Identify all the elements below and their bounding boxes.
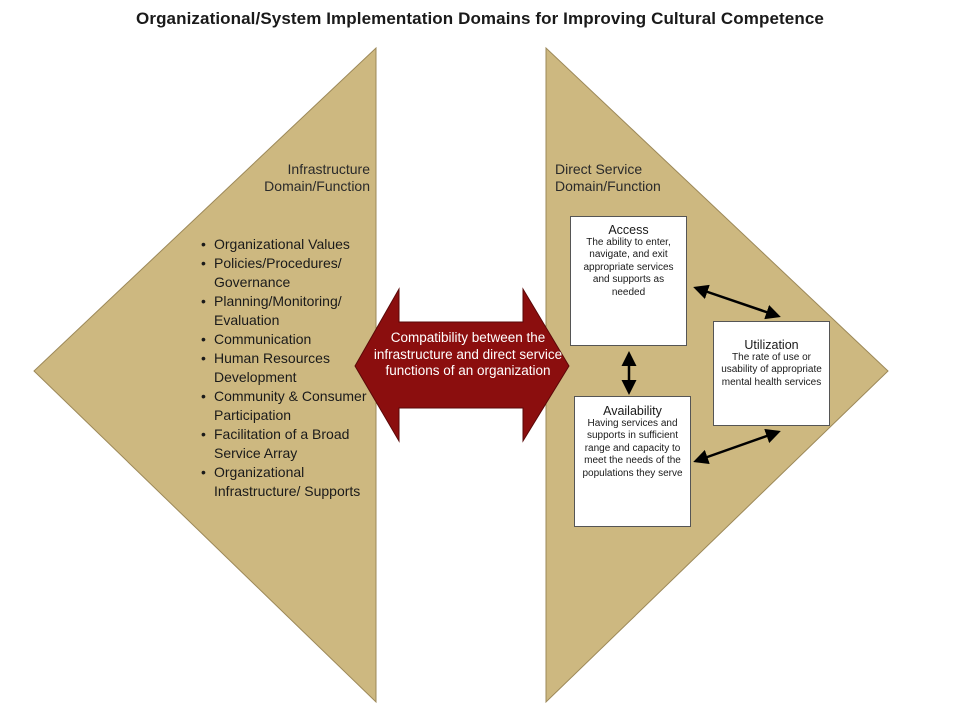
direct-service-heading-line1: Direct Service — [555, 161, 643, 177]
diagram-title: Organizational/System Implementation Dom… — [136, 9, 824, 28]
access-box: Access The ability to enter, navigate, a… — [570, 216, 687, 346]
infrastructure-items-list: Organizational Values Policies/Procedure… — [200, 235, 372, 501]
access-utilization-connector — [693, 284, 781, 320]
infrastructure-item: Human Resources Development — [200, 349, 372, 387]
compatibility-double-arrow — [354, 287, 570, 443]
utilization-description: The rate of use or usability of appropri… — [721, 352, 822, 388]
infrastructure-item: Policies/Procedures/ Governance — [200, 254, 372, 292]
compatibility-arrow-label: Compatibility between the infrastructure… — [373, 330, 563, 378]
access-description: The ability to enter, navigate, and exit… — [583, 237, 674, 298]
direct-service-heading: Direct Service Domain/Function — [555, 161, 725, 195]
availability-box: Availability Having services and support… — [574, 396, 691, 527]
infrastructure-heading: Infrastructure Domain/Function — [220, 161, 370, 195]
infrastructure-item: Organizational Infrastructure/ Supports — [200, 463, 372, 501]
utilization-box: Utilization The rate of use or usability… — [713, 321, 830, 426]
infrastructure-item: Planning/Monitoring/ Evaluation — [200, 292, 372, 330]
direct-service-heading-line2: Domain/Function — [555, 178, 661, 194]
availability-title: Availability — [603, 404, 662, 418]
infrastructure-item: Communication — [200, 330, 372, 349]
availability-utilization-connector — [693, 428, 781, 465]
infrastructure-heading-line1: Infrastructure — [287, 161, 370, 177]
infrastructure-item: Organizational Values — [200, 235, 372, 254]
infrastructure-item: Facilitation of a Broad Service Array — [200, 425, 372, 463]
access-title: Access — [608, 223, 649, 237]
availability-description: Having services and supports in sufficie… — [582, 418, 683, 479]
utilization-title: Utilization — [744, 338, 799, 352]
infrastructure-heading-line2: Domain/Function — [264, 178, 370, 194]
infrastructure-item: Community & Consumer Participation — [200, 387, 372, 425]
